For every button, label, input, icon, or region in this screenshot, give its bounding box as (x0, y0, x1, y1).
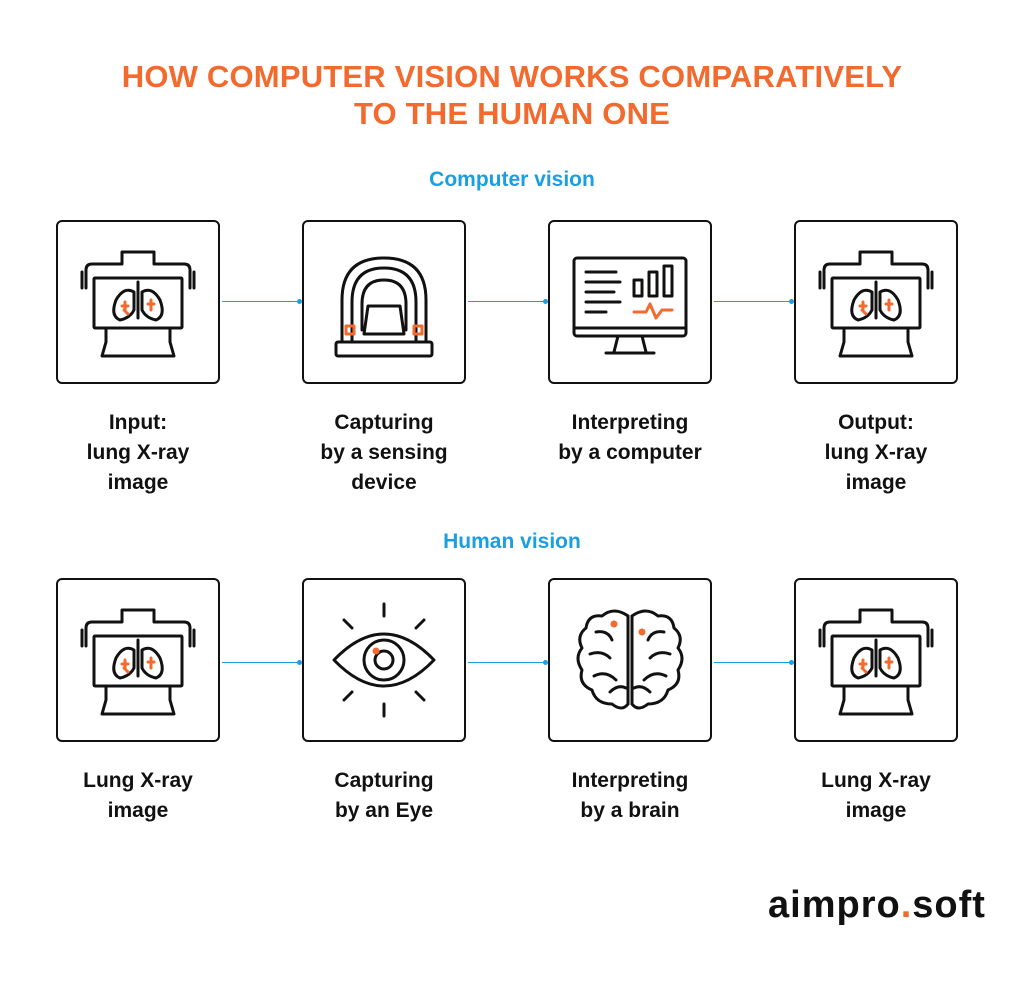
step-caption: Output: lung X-ray image (824, 411, 928, 494)
step-box-input-xray (56, 220, 220, 384)
connector (468, 299, 548, 304)
connector (714, 660, 794, 665)
lung-xray-icon (818, 608, 934, 716)
step-caption: Capturing by an Eye (334, 769, 434, 822)
lung-xray-icon (80, 250, 196, 358)
step-box-output-xray (794, 220, 958, 384)
lung-xray-icon (80, 608, 196, 716)
step-box-lung-xray-final (794, 578, 958, 742)
step-box-sensing-device (302, 220, 466, 384)
step-caption: Interpreting by a brain (571, 769, 689, 822)
step-box-brain (548, 578, 712, 742)
step-box-computer (548, 220, 712, 384)
step-caption: Lung X-ray image (821, 769, 931, 822)
title-line-2: TO THE HUMAN ONE (353, 96, 671, 131)
lung-xray-icon (818, 250, 934, 358)
step-box-lung-xray (56, 578, 220, 742)
brand-logo: aimpro.soft (768, 884, 986, 926)
title-line-1: HOW COMPUTER VISION WORKS COMPARATIVELY (121, 59, 903, 94)
section-label-human-vision: Human vision (443, 530, 581, 553)
section-label-computer-vision: Computer vision (429, 168, 595, 191)
computer-monitor-icon (572, 256, 688, 355)
connector (468, 660, 548, 665)
step-caption: Interpreting by a computer (558, 411, 702, 464)
eye-icon (332, 602, 436, 718)
connector (222, 660, 302, 665)
step-caption: Input: lung X-ray image (86, 411, 190, 494)
scanner-icon (334, 256, 434, 358)
connector (714, 299, 794, 304)
step-caption: Capturing by a sensing device (320, 411, 448, 494)
step-box-eye (302, 578, 466, 742)
page-title: HOW COMPUTER VISION WORKS COMPARATIVELY … (0, 58, 1024, 132)
connector (222, 299, 302, 304)
step-caption: Lung X-ray image (83, 769, 193, 822)
brain-icon (576, 609, 684, 710)
